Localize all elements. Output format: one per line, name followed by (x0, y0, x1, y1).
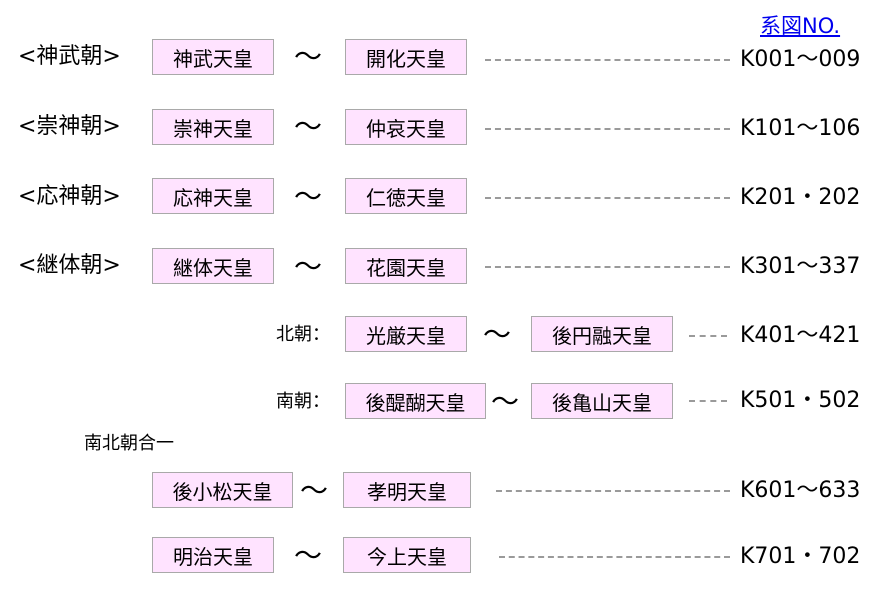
range-tilde: 〜 (294, 110, 323, 143)
northern-court-label: 北朝： (276, 324, 330, 345)
leader-line (485, 59, 730, 61)
leader-line (689, 400, 727, 402)
emperor-box-go-enyu[interactable]: 後円融天皇 (531, 316, 673, 352)
southern-court-label: 南朝： (276, 391, 330, 412)
emperor-box-current[interactable]: 今上天皇 (343, 537, 471, 573)
emperor-box-chuai[interactable]: 仲哀天皇 (345, 109, 467, 145)
emperor-box-sujin[interactable]: 崇神天皇 (152, 109, 274, 145)
era-label-jimmu: <神武朝> (18, 44, 121, 69)
leader-line (485, 128, 730, 130)
emperor-box-kaika[interactable]: 開化天皇 (345, 39, 467, 75)
genealogy-code: K201・202 (740, 185, 861, 210)
era-label-keitai: <継体朝> (18, 253, 121, 278)
range-tilde: 〜 (300, 474, 329, 507)
genealogy-number-link[interactable]: 系図NO. (760, 14, 841, 38)
emperor-box-nintoku[interactable]: 仁徳天皇 (345, 178, 467, 214)
range-tilde: 〜 (294, 250, 323, 283)
emperor-box-hanazono[interactable]: 花園天皇 (345, 248, 467, 284)
range-tilde: 〜 (483, 318, 512, 351)
genealogy-code: K001〜009 (740, 47, 861, 72)
leader-line (689, 335, 727, 337)
north-south-reunification-label: 南北朝合一 (84, 433, 174, 454)
emperor-box-go-komatsu[interactable]: 後小松天皇 (152, 472, 293, 508)
emperor-box-keitai[interactable]: 継体天皇 (152, 248, 274, 284)
leader-line (499, 556, 730, 558)
emperor-box-meiji[interactable]: 明治天皇 (152, 537, 274, 573)
genealogy-code: K601〜633 (740, 478, 861, 503)
genealogy-code: K701・702 (740, 544, 861, 569)
leader-line (485, 266, 730, 268)
range-tilde: 〜 (491, 385, 520, 418)
emperor-box-kogon[interactable]: 光厳天皇 (345, 316, 467, 352)
era-label-sujin: <崇神朝> (18, 114, 121, 139)
genealogy-code: K101〜106 (740, 116, 861, 141)
emperor-box-go-kameyama[interactable]: 後亀山天皇 (531, 383, 673, 419)
genealogy-code: K401〜421 (740, 323, 861, 348)
leader-line (485, 197, 730, 199)
genealogy-code: K501・502 (740, 388, 861, 413)
emperor-box-go-daigo[interactable]: 後醍醐天皇 (345, 383, 486, 419)
emperor-box-jimmu[interactable]: 神武天皇 (152, 39, 274, 75)
range-tilde: 〜 (294, 539, 323, 572)
emperor-box-komei[interactable]: 孝明天皇 (343, 472, 471, 508)
leader-line (496, 490, 730, 492)
era-label-ojin: <応神朝> (18, 184, 121, 209)
range-tilde: 〜 (294, 40, 323, 73)
emperor-box-ojin[interactable]: 応神天皇 (152, 178, 274, 214)
genealogy-code: K301〜337 (740, 254, 861, 279)
range-tilde: 〜 (294, 180, 323, 213)
